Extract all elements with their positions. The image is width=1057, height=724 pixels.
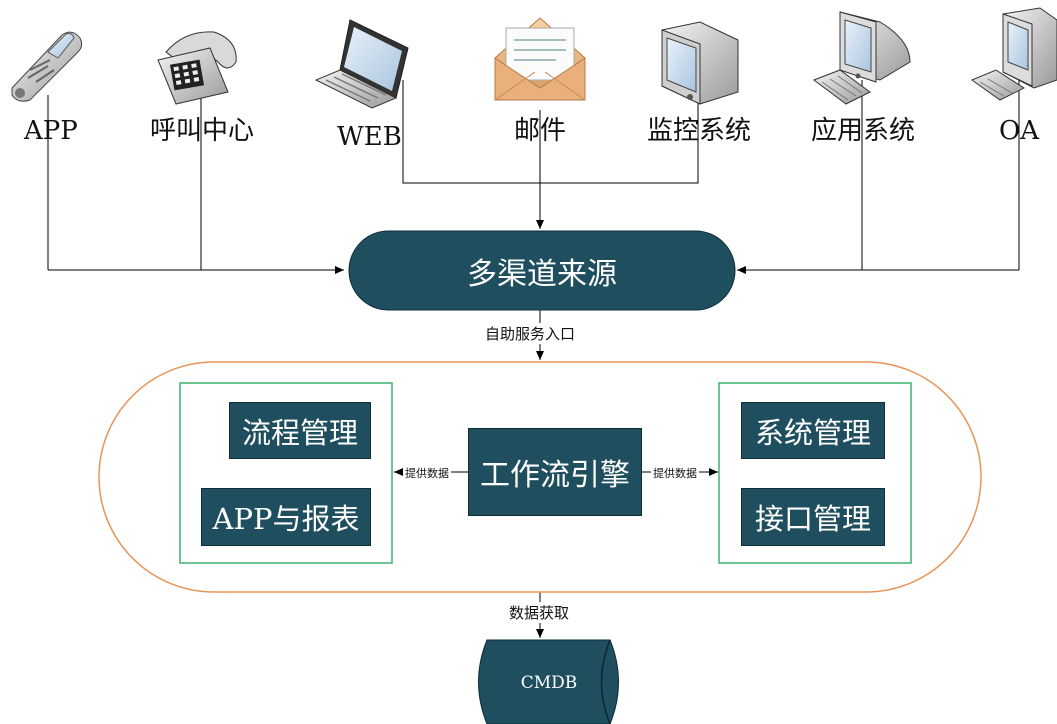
source-label-call-center: 呼叫中心 [149,116,254,146]
telephone-icon [157,31,237,105]
cmdb-label: CMDB [520,673,578,693]
desktop-computer-icon [812,11,911,105]
left-group-item-app-reports: APP与报表 [201,488,371,546]
engine-node: 工作流引擎 [468,428,642,516]
hub-node-shape [348,230,736,311]
crt-monitor-icon [661,21,739,105]
cmdb-cylinder-icon [478,639,619,724]
left-group-item-process-mgmt: 流程管理 [229,402,371,459]
edge-label-data-fetch: 数据获取 [507,602,572,623]
edge-label-provide-right: 提供数据 [651,465,699,481]
source-label-app: APP [24,116,78,146]
left-group-outline [179,382,393,564]
right-group-item-system-mgmt: 系统管理 [741,402,885,459]
desktop-computer-small-icon [970,7,1057,101]
source-label-web: WEB [337,122,402,152]
source-label-application-system: 应用系统 [810,116,915,146]
edge-label-self-service: 自助服务入口 [483,323,578,344]
source-label-monitoring: 监控系统 [646,116,751,146]
edge-label-provide-left: 提供数据 [403,465,451,481]
connectors [47,65,1020,638]
laptop-icon [314,19,409,109]
right-group-item-interface-mgmt: 接口管理 [741,488,885,546]
hub-node-label: 多渠道来源 [467,257,617,292]
mobile-phone-icon [11,31,83,102]
envelope-icon [494,17,586,101]
right-group-outline [718,382,912,564]
platform-outline [98,361,982,593]
source-label-email: 邮件 [513,116,566,146]
source-label-oa: OA [998,116,1040,146]
